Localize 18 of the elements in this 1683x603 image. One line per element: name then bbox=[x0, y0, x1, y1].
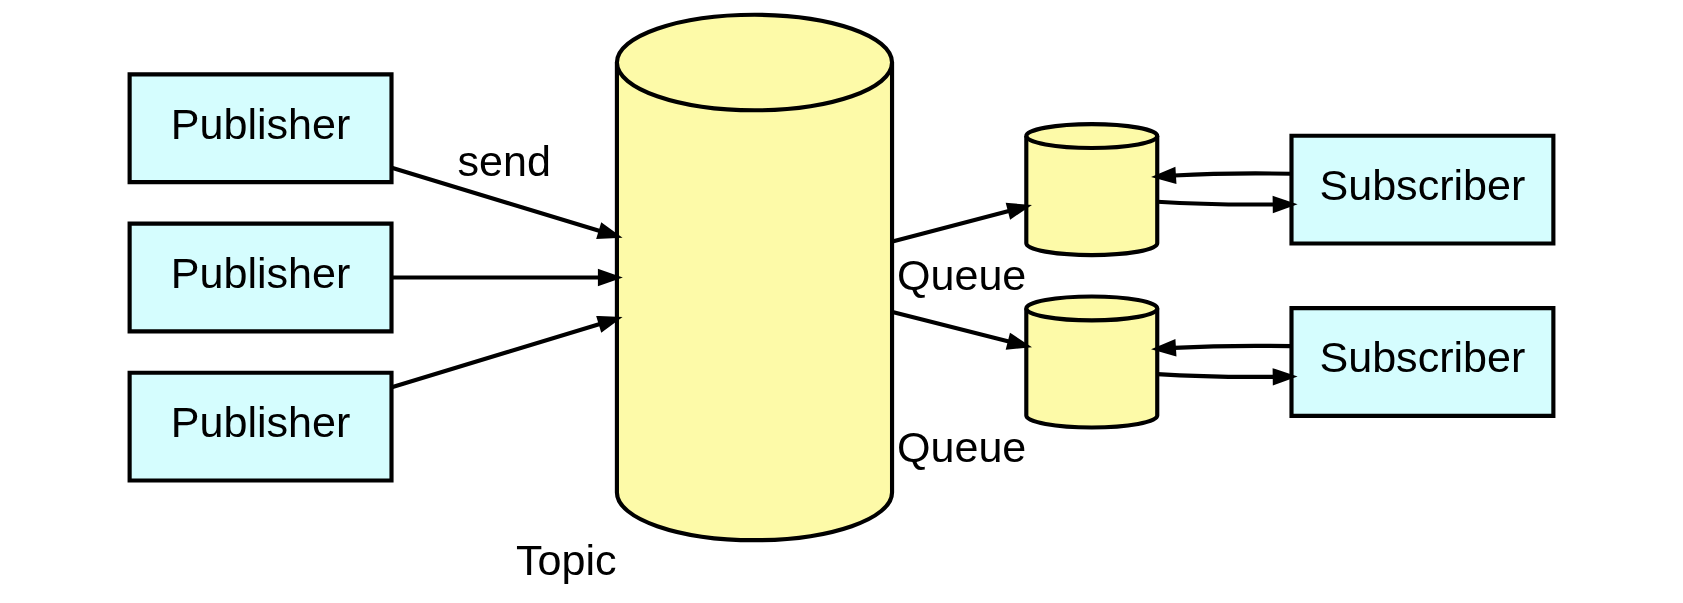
arrow bbox=[1151, 166, 1292, 185]
arrow bbox=[1157, 368, 1298, 386]
arrow bbox=[1157, 195, 1298, 214]
edge-label: send bbox=[457, 137, 551, 186]
node-box: Subscriber bbox=[1289, 306, 1556, 418]
arrow bbox=[891, 309, 1032, 350]
node-box: Publisher bbox=[127, 221, 394, 334]
arrow bbox=[891, 202, 1032, 244]
node-label: Queue bbox=[896, 422, 1027, 471]
node-label: Queue bbox=[896, 250, 1027, 299]
node-label: Topic bbox=[516, 535, 617, 584]
arrow bbox=[391, 165, 623, 239]
arrow bbox=[1151, 339, 1292, 357]
node-box: Publisher bbox=[127, 72, 394, 185]
arrow bbox=[391, 316, 623, 390]
arrow bbox=[391, 268, 623, 287]
node-box: Subscriber bbox=[1289, 133, 1556, 246]
node-box: Publisher bbox=[127, 370, 394, 483]
